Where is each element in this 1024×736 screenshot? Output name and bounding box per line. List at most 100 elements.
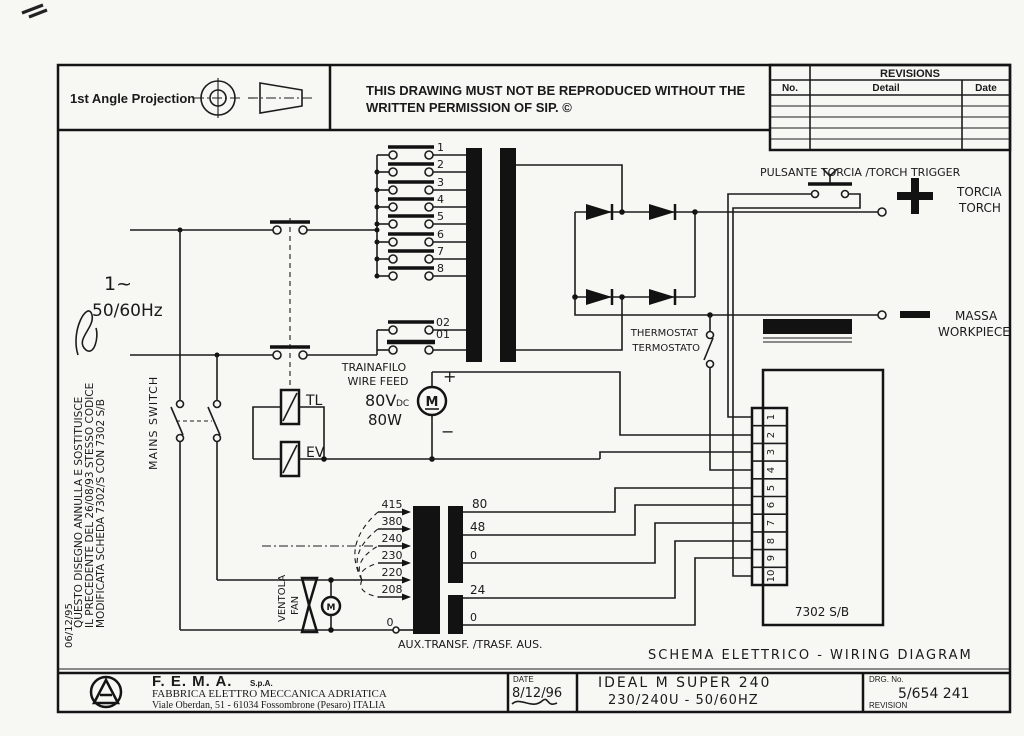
- pcb-code: 7302 S/B: [795, 605, 849, 619]
- drawing-frame: [56, 63, 1012, 714]
- tap-label-6: 6: [437, 228, 444, 241]
- margin-note-line-3: MODIFICATA SCHEDA 7302/S CON 7302 S/B: [95, 399, 107, 628]
- torch-trigger-label: PULSANTE TORCIA /TORCH TRIGGER: [760, 166, 961, 179]
- torch-label-it: TORCIA: [956, 185, 1002, 199]
- revisions-col-no: No.: [782, 83, 798, 94]
- scan-artifact: [21, 3, 48, 19]
- tap-row-7: 7: [374, 245, 466, 264]
- company-suffix: S.p.A.: [250, 679, 273, 688]
- supply-phase: 1~: [104, 273, 132, 295]
- relay-tl-label: TL: [305, 393, 323, 409]
- company-name: F. E. M. A.: [152, 673, 232, 690]
- projection-cell: 1st Angle Projection: [70, 78, 312, 118]
- company-line-2: Viale Oberdan, 51 - 61034 Fossombrone (P…: [152, 700, 386, 711]
- minus-symbol-icon: [900, 311, 930, 318]
- aux-tap-415: 415: [382, 498, 403, 511]
- aux-sec-48: 48: [470, 520, 485, 534]
- tap-label-3: 3: [437, 176, 444, 189]
- tap-label-01: 01: [436, 328, 450, 341]
- notice-line-1: THIS DRAWING MUST NOT BE REPRODUCED WITH…: [366, 83, 745, 98]
- tap-row-02: 02: [377, 316, 466, 335]
- aux-transformer-label: AUX.TRANSF. /TRASF. AUS.: [398, 638, 543, 651]
- massa-label-it: MASSA: [955, 309, 998, 323]
- model-line-1: IDEAL M SUPER 240: [598, 675, 771, 691]
- torch-label-en: TORCH: [958, 201, 1001, 215]
- fan: VENTOLA FAN M: [277, 575, 342, 634]
- copyright-notice: THIS DRAWING MUST NOT BE REPRODUCED WITH…: [366, 83, 745, 115]
- aux-transformer: 415 380 240 230 220 208 0 80 48 0 24: [180, 487, 752, 651]
- tap-selector-arcs: [262, 511, 379, 598]
- aux-tap-0: 0: [387, 616, 394, 629]
- diode-icon: [586, 289, 614, 305]
- margin-note-date: 06/12/95: [64, 603, 75, 648]
- diagram-caption: SCHEMA ELETTRICO - WIRING DIAGRAM: [648, 648, 973, 663]
- fan-blade-icon: [300, 576, 319, 634]
- pcb-terminal-7: 7: [766, 520, 777, 526]
- aux-sec-0a: 0: [470, 549, 477, 562]
- margin-note: 06/12/95 QUESTO DISEGNO ANNULLA E SOSTIT…: [64, 310, 107, 648]
- pcb-terminal-2: 2: [766, 432, 777, 438]
- pcb-terminal-5: 5: [766, 485, 777, 491]
- mains-switch: MAINS SWITCH: [147, 376, 222, 630]
- model-line-2: 230/240U - 50/60HZ: [608, 693, 759, 708]
- wire-feed-label-it: TRAINAFILO: [341, 361, 407, 374]
- aux-secondary-bottom-bar: [448, 595, 463, 634]
- date-value: 8/12/96: [512, 686, 562, 701]
- revision-label: REVISION: [869, 701, 907, 710]
- wire-feed-label-en: WIRE FEED: [348, 375, 409, 388]
- tap-row-1: 1: [377, 141, 466, 160]
- primary-winding-bar: [466, 148, 482, 362]
- aux-sec-0b: 0: [470, 611, 477, 624]
- tap-label-7: 7: [437, 245, 444, 258]
- pcb-terminal-1: 1: [766, 414, 777, 420]
- diode-icon: [649, 289, 677, 305]
- signature-scribble: [75, 310, 98, 356]
- aux-tap-208: 208: [382, 583, 403, 596]
- fan-label-en: FAN: [290, 596, 301, 615]
- tap-row-4: 4: [374, 193, 466, 212]
- choke-icon: [763, 319, 852, 334]
- aux-secondary-top-bar: [448, 506, 463, 583]
- pcb-terminal-3: 3: [766, 449, 777, 455]
- tap-label-02: 02: [436, 316, 450, 329]
- thermostat-label-it: TERMOSTATO: [631, 343, 700, 354]
- fan-motor-letter: M: [327, 603, 336, 613]
- wire-feed-voltage: 80V: [365, 391, 396, 410]
- pcb-terminal-10: 10: [766, 570, 777, 583]
- margin-note-line-2: IL PRECEDENTE DEL 26/08/93 STESSO CODICE: [84, 383, 96, 628]
- workpiece-output: MASSA WORKPIECE: [574, 297, 1010, 343]
- pcb-board: 1 2 3 4 5 6 7 8 9 10 7302 S/B: [750, 368, 885, 627]
- thermostat: THERMOSTAT TERMOSTATO: [630, 312, 752, 471]
- secondary-winding-bar: [500, 148, 516, 362]
- tap-label-2: 2: [437, 158, 444, 171]
- notice-line-2: WRITTEN PERMISSION OF SIP. ©: [366, 100, 572, 115]
- tap-row-8: 8: [374, 262, 466, 281]
- pcb-terminal-4: 4: [766, 467, 777, 473]
- aux-tap-380: 380: [382, 515, 403, 528]
- rectifier-bridge: [572, 204, 698, 305]
- projection-label: 1st Angle Projection: [70, 91, 195, 106]
- diode-icon: [586, 204, 614, 220]
- aux-sec-80: 80: [472, 497, 487, 511]
- aux-sec-24: 24: [470, 583, 485, 597]
- pcb-terminal-6: 6: [766, 502, 777, 508]
- massa-label-en: WORKPIECE: [938, 325, 1010, 339]
- projection-symbol-icon: [194, 78, 312, 118]
- tap-row-3: 3: [374, 176, 466, 195]
- company-line-1: FABBRICA ELETTRO MECCANICA ADRIATICA: [152, 688, 387, 700]
- revisions-col-date: Date: [975, 83, 997, 94]
- range-selector-contacts: [270, 218, 377, 390]
- drg-value: 5/654 241: [898, 686, 970, 702]
- drg-label: DRG. No.: [869, 675, 904, 684]
- diode-icon: [649, 204, 677, 220]
- wire-feed-voltage-unit: DC: [396, 399, 409, 409]
- main-transformer: 1 2 3 4 5 6 7 8: [374, 141, 623, 362]
- date-signature-scribble: [511, 698, 558, 705]
- aux-tap-230: 230: [382, 549, 403, 562]
- title-block: F. E. M. A. S.p.A. FABBRICA ELETTRO MECC…: [58, 668, 1010, 712]
- tap-row-2: 2: [374, 158, 466, 177]
- mains-switch-label: MAINS SWITCH: [147, 376, 160, 470]
- aux-tap-240: 240: [382, 532, 403, 545]
